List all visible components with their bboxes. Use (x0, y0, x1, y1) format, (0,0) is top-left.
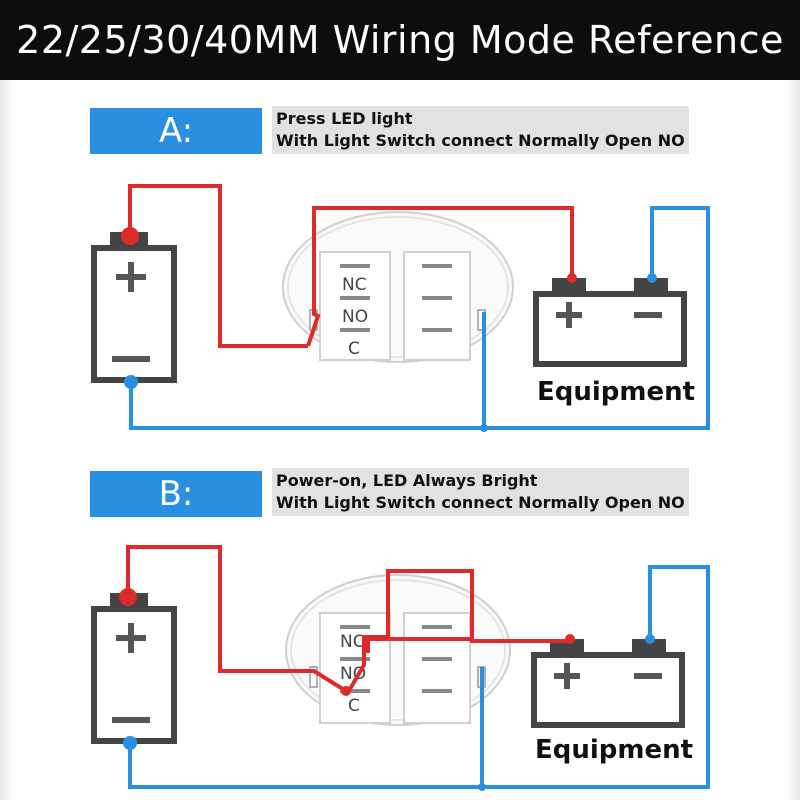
pin-no-label-a: NO (342, 307, 368, 327)
pin-nc-label-a: NC (342, 275, 367, 295)
section-b-desc-line2: With Light Switch connect Normally Open … (276, 493, 685, 512)
junction-dot-a (480, 424, 488, 432)
section-a-badge: A: (90, 108, 262, 154)
switch-body-a: NC NO C (282, 211, 514, 363)
switch-output-wire-a (306, 206, 574, 347)
positive-wire-b (126, 545, 348, 693)
equipment-positive-terminal-b (565, 634, 575, 644)
battery-positive-terminal-a (121, 227, 139, 245)
equipment-return-wire-a (484, 206, 710, 430)
equipment-negative-terminal-a (647, 273, 657, 283)
switch-body-b: NC NO C (285, 574, 511, 726)
left-edge-shadow (0, 80, 14, 800)
negative-wire-a (129, 312, 486, 430)
page-title: 22/25/30/40MM Wiring Mode Reference (0, 0, 800, 80)
wiring-diagram-b: NC NO C Equipment (91, 545, 710, 791)
battery-negative-terminal-a (124, 375, 138, 389)
equipment-a: Equipment (533, 278, 695, 407)
junction-dot-b (478, 783, 486, 791)
equipment-positive-terminal-a (567, 273, 577, 283)
battery-positive-terminal-b (119, 588, 137, 606)
equipment-label-b: Equipment (535, 735, 693, 765)
switch-c-junction-b (341, 686, 351, 696)
negative-wire-b (128, 667, 484, 789)
wiring-diagram-a: NC NO C Equipment (91, 184, 710, 432)
equipment-negative-terminal-b (645, 634, 655, 644)
section-b-badge: B: (90, 471, 262, 517)
section-a-desc-line2: With Light Switch connect Normally Open … (276, 131, 685, 150)
battery-b (91, 593, 177, 744)
equipment-return-wire-b (482, 565, 710, 789)
section-b-desc-line1: Power-on, LED Always Bright (276, 471, 538, 490)
battery-negative-terminal-b (123, 736, 137, 750)
pin-nc-label-b: NC (340, 632, 365, 652)
equipment-b: Equipment (531, 639, 693, 765)
pin-c-label-a: C (348, 339, 360, 359)
section-a-description: Press LED light With Light Switch connec… (272, 106, 689, 154)
positive-wire-a (128, 184, 308, 348)
right-edge-shadow (786, 80, 800, 800)
battery-a (91, 232, 177, 383)
section-b-description: Power-on, LED Always Bright With Light S… (272, 468, 689, 516)
pin-c-label-b: C (348, 696, 360, 716)
equipment-label-a: Equipment (537, 377, 695, 407)
led-jumper-wire-b (366, 637, 472, 653)
section-a-desc-line1: Press LED light (276, 109, 413, 128)
